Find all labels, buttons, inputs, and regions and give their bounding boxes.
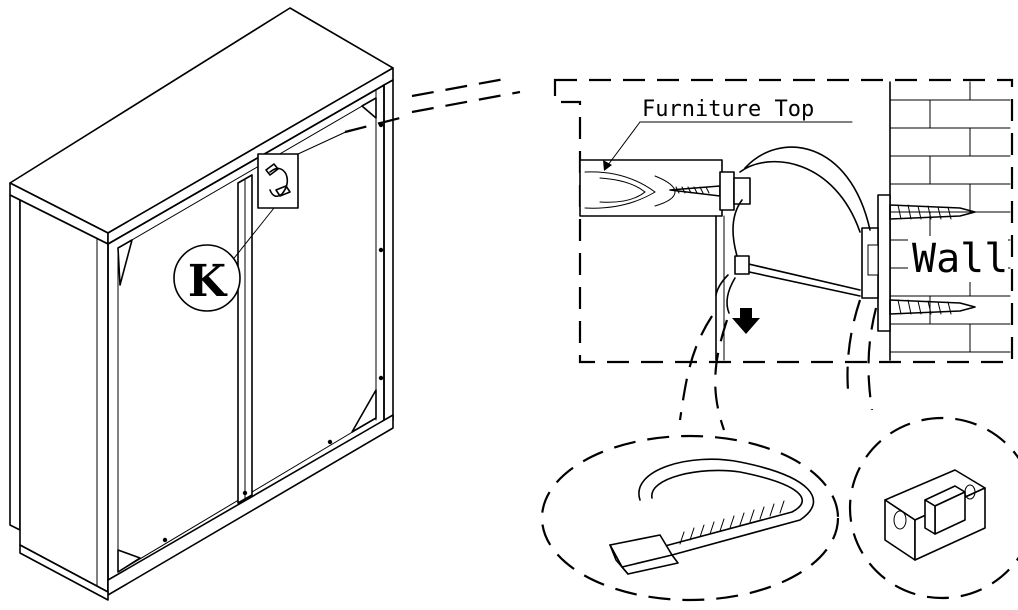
cabinet: K	[9, 7, 394, 601]
callout-leader	[230, 207, 275, 263]
cable-tie-ellipse	[540, 434, 840, 602]
cable-tie-detail	[540, 434, 840, 602]
wall-label: Wall	[912, 236, 1008, 282]
projection-line	[297, 129, 351, 155]
lower-zoom-dashes	[678, 299, 878, 431]
corner-brace-bottom-right	[351, 389, 377, 433]
detail-view: Furniture Top Wall	[553, 78, 1014, 364]
wall-bricks	[889, 81, 1011, 361]
callout-circle	[173, 244, 241, 312]
cabinet-bottom-front	[19, 544, 109, 601]
wall-bracket	[861, 194, 891, 332]
board-screw	[669, 171, 751, 211]
furniture-top-label: Furniture Top	[642, 97, 814, 122]
cabinet-left-front	[19, 199, 109, 593]
bracket-detail	[848, 416, 1018, 600]
detail-frame	[553, 78, 1014, 364]
tie-bracket-small	[257, 153, 299, 209]
furniture-top-leader	[603, 121, 853, 171]
cabinet-left-side	[9, 194, 21, 531]
callout-k: K	[173, 207, 275, 312]
corner-brace-bottom-left	[117, 549, 141, 573]
callout-letter: K	[188, 256, 228, 307]
furniture-top-board	[579, 159, 725, 361]
corner-brace-top-left	[117, 239, 133, 286]
corner-brace-top-right	[361, 97, 377, 119]
arrow-down-icon	[732, 308, 760, 334]
bracket-ellipse	[848, 416, 1018, 600]
cable-tie	[715, 146, 871, 314]
wall-label-bg	[908, 236, 1008, 282]
cabinet-right-side	[383, 79, 394, 426]
wall-screws	[889, 204, 976, 315]
cabinet-bottom-rail	[107, 414, 394, 596]
zoom-dashes	[344, 76, 521, 134]
